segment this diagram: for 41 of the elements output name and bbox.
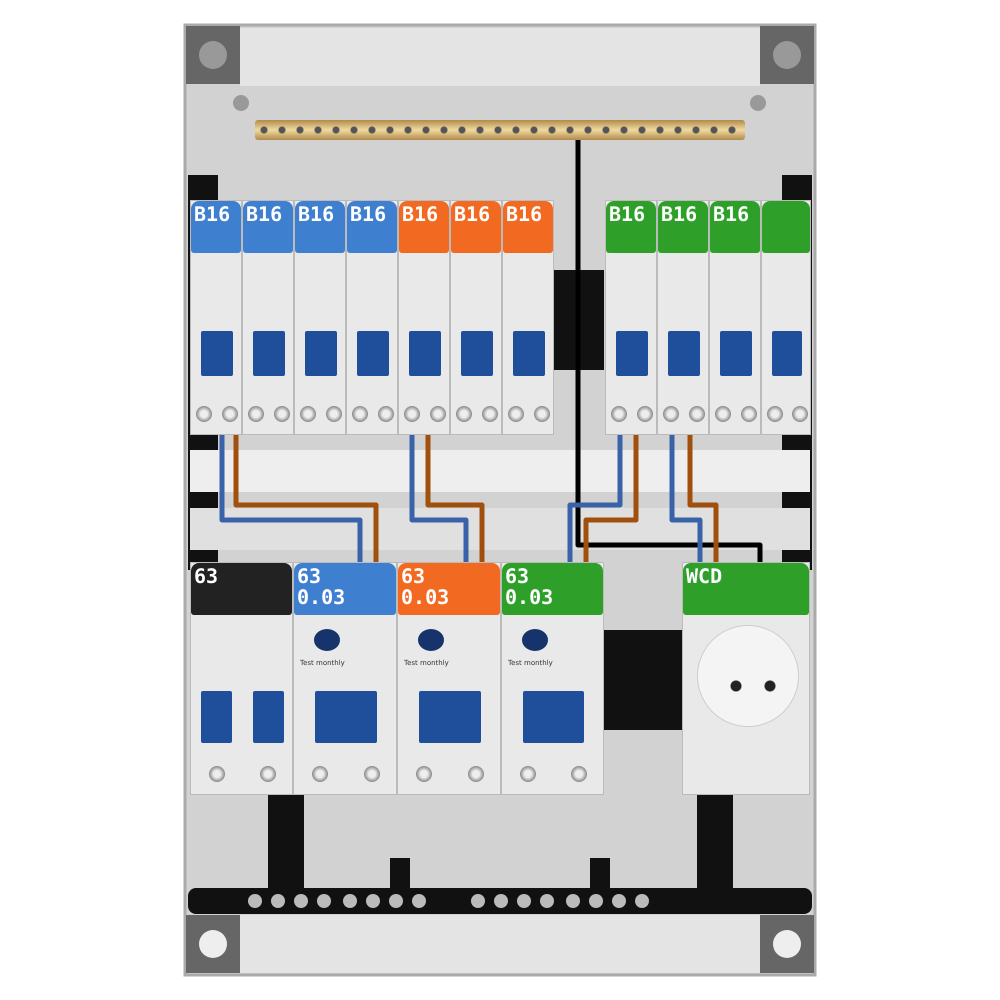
circuit-breaker — [709, 200, 761, 435]
wire — [670, 435, 702, 562]
rating-label: B16 — [713, 204, 750, 225]
rating-label: B16 — [506, 204, 542, 225]
rating-label: 63 0.03 — [401, 566, 450, 608]
rating-label: B16 — [609, 204, 646, 225]
circuit-breaker — [190, 200, 242, 435]
rating-label: B16 — [661, 204, 698, 225]
wire — [584, 435, 638, 562]
circuit-breaker — [242, 200, 294, 435]
rating-label: B16 — [246, 204, 282, 225]
earth-busbar — [255, 120, 745, 140]
residual-current-device — [501, 562, 604, 795]
circuit-breaker — [398, 200, 450, 435]
circuit-breaker — [450, 200, 502, 435]
main-switch — [190, 562, 293, 795]
circuit-breaker — [346, 200, 398, 435]
wire — [234, 435, 378, 562]
circuit-breaker — [294, 200, 346, 435]
rating-label: 63 — [194, 566, 218, 587]
circuit-breaker — [605, 200, 657, 435]
residual-current-device — [293, 562, 397, 795]
circuit-breaker — [761, 200, 811, 435]
circuit-breaker — [657, 200, 709, 435]
wire — [426, 435, 484, 562]
rating-label: B16 — [298, 204, 334, 225]
rating-label: B16 — [402, 204, 438, 225]
rating-label: 63 0.03 — [297, 566, 346, 608]
socket-outlet — [682, 562, 810, 795]
wire — [568, 435, 622, 562]
rating-label: B16 — [350, 204, 386, 225]
rating-label: B16 — [454, 204, 490, 225]
wire — [688, 435, 718, 562]
residual-current-device — [397, 562, 501, 795]
rating-label: 63 0.03 — [505, 566, 554, 608]
rating-label: B16 — [194, 204, 230, 225]
circuit-breaker — [502, 200, 554, 435]
rating-label: WCD — [686, 566, 722, 587]
wire — [410, 435, 468, 562]
wire — [220, 435, 362, 562]
wire — [576, 140, 762, 562]
